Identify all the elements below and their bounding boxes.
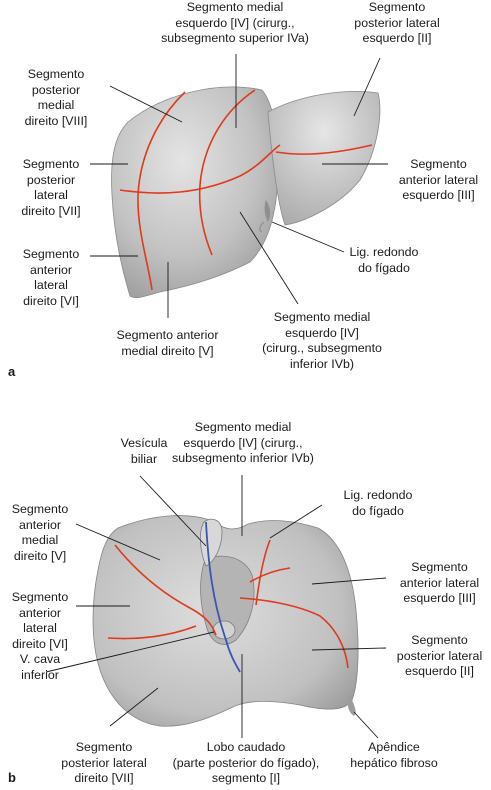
round-ligament-shape [264, 200, 271, 222]
label-caudate-lobe: Lobo caudado (parte posterior do fígado)… [172, 740, 320, 785]
liver-inferior-view [92, 515, 359, 727]
label-segment-iii-b: Segmento anterior lateral esquerdo [III] [399, 560, 480, 605]
panel-letter-b: b [8, 770, 16, 785]
label-round-ligament-b: Lig. redondo do fígado [343, 488, 413, 518]
label-segment-ivb-b: Segmento medial esquerdo [IV] (cirurg., … [172, 420, 314, 465]
label-appendix-fibrosa: Apêndice hepático fibroso [350, 740, 438, 770]
label-segment-vii-a: Segmento posterior lateral direito [VII] [21, 157, 81, 218]
label-segment-v-b: Segmento anterior medial direito [V] [11, 502, 69, 563]
panel-letter-a: a [8, 364, 16, 379]
label-segment-vii-b: Segmento posterior lateral direito [VII] [61, 740, 147, 785]
label-segment-iii-a: Segmento anterior lateral esquerdo [III] [398, 157, 479, 202]
label-gallbladder: Vesícula biliar [120, 436, 168, 466]
label-segment-iva: Segmento medial esquerdo [IV] (cirurg., … [161, 0, 309, 45]
leader-lines-b [45, 475, 387, 739]
bile-duct-line [205, 521, 241, 673]
segment-borders-a [119, 89, 373, 291]
leader-lines-a [90, 54, 388, 318]
liver-left-lobe-shape [267, 91, 381, 226]
label-round-ligament-a: Lig. redondo do fígado [349, 245, 419, 275]
segment-borders-b [107, 539, 349, 669]
label-vena-cava: V. cava inferior [19, 652, 61, 682]
label-segment-vi-a: Segmento anterior lateral direito [VI] [22, 247, 80, 308]
porta-hepatis-shape [200, 555, 255, 645]
label-segment-ii-b: Segmento posterior lateral esquerdo [II] [396, 633, 483, 678]
liver-right-lobe-shape [111, 86, 279, 299]
label-segment-vi-b: Segmento anterior lateral direito [VI] [11, 590, 69, 651]
liver-anterior-view [111, 86, 381, 299]
label-segment-ivb-a: Segmento medial esquerdo [IV] (cirurg., … [262, 310, 382, 371]
label-segment-viii: Segmento posterior medial direito [VIII] [24, 67, 88, 128]
label-segment-v-a: Segmento anterior medial direito [V] [116, 328, 219, 358]
label-segment-ii-a: Segmento posterior lateral esquerdo [II] [354, 0, 440, 45]
appendix-fibrosa-shape [347, 695, 356, 716]
